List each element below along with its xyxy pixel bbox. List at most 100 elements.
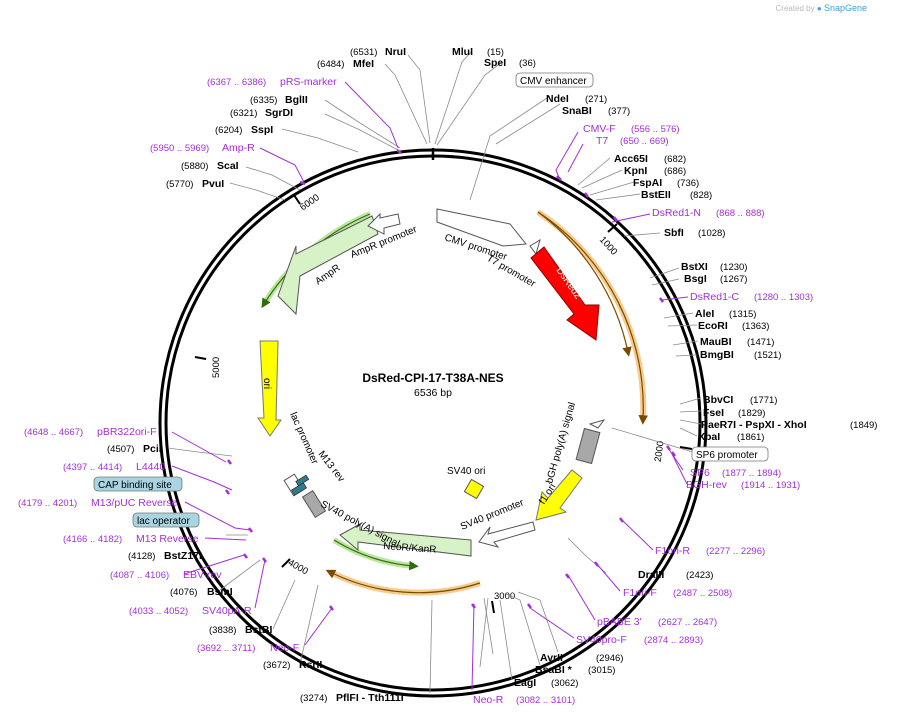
site-pos: (1471) bbox=[747, 337, 774, 348]
site-pos: (1028) bbox=[698, 228, 725, 239]
site-pos: (3672) bbox=[263, 660, 290, 671]
primer-name: M13/pUC Reverse bbox=[91, 497, 178, 509]
site-name: FseI bbox=[703, 407, 724, 419]
primer-name: L4440 bbox=[136, 461, 165, 473]
m13-rev-box bbox=[290, 482, 308, 496]
tick-1000: 1000 bbox=[597, 234, 619, 257]
site-name: MluI bbox=[452, 46, 473, 58]
orf-arc-right-inner bbox=[537, 211, 649, 425]
primer-pos: (4033 .. 4052) bbox=[129, 606, 188, 617]
site-pos: (3274) bbox=[300, 693, 327, 704]
site-pos: (5880) bbox=[181, 161, 208, 172]
f1-ori-arrow bbox=[535, 469, 583, 521]
site-name: PaeR7I - PspXI - XhoI bbox=[701, 419, 807, 431]
label-m13-rev: M13 rev bbox=[316, 449, 347, 484]
site-pos: (271) bbox=[585, 94, 607, 105]
tick-3000: 3000 bbox=[494, 591, 515, 602]
ampr-arrow bbox=[277, 215, 379, 316]
primer-name: BGH-rev bbox=[686, 479, 728, 491]
primer-name: M13 Reverse bbox=[136, 533, 199, 545]
tick-4000: 4000 bbox=[286, 557, 310, 577]
site-pos: (1315) bbox=[729, 309, 756, 320]
site-pos: (1363) bbox=[742, 321, 769, 332]
site-name: BglII bbox=[285, 94, 308, 106]
sp6-promoter-mark bbox=[588, 419, 606, 429]
tick-2000: 2000 bbox=[653, 440, 667, 462]
plasmid-name: DsRed-CPI-17-T38A-NES bbox=[362, 371, 503, 385]
site-name: PvuI bbox=[202, 178, 224, 190]
t7-promoter-mark bbox=[529, 238, 541, 256]
cap-binding-label: CAP binding site bbox=[98, 480, 172, 491]
cap-binding-box bbox=[93, 476, 183, 492]
primer-pos: (4648 .. 4667) bbox=[24, 427, 83, 438]
site-name: BsgI bbox=[684, 273, 707, 285]
site-name: Acc65I bbox=[614, 153, 648, 165]
primer-ticks bbox=[225, 149, 676, 611]
primer-pos: (1280 .. 1303) bbox=[754, 292, 813, 303]
label-lac-promoter: lac promoter bbox=[287, 411, 320, 467]
sp6-promoter-box bbox=[691, 446, 769, 462]
primer-name: T7 bbox=[596, 135, 608, 147]
lac-operator-label: lac operator bbox=[137, 516, 190, 527]
primer-name: F1ori-R bbox=[655, 545, 690, 557]
site-pos: (6321) bbox=[230, 108, 257, 119]
primer-name: Neo-F bbox=[270, 642, 299, 654]
site-pos: (15) bbox=[487, 47, 504, 58]
plasmid-length: 6536 bp bbox=[414, 387, 452, 399]
primer-pos: (2277 .. 2296) bbox=[706, 546, 765, 557]
lac-operator-label-box bbox=[132, 512, 200, 528]
site-pos: (5770) bbox=[166, 179, 193, 190]
cmv-enhancer-box bbox=[515, 72, 594, 88]
primer-pos: (3082 .. 3101) bbox=[516, 695, 575, 706]
site-name: SbfI bbox=[664, 227, 684, 239]
site-pos: (4076) bbox=[170, 587, 197, 598]
primer-pos: (1877 .. 1894) bbox=[722, 468, 781, 479]
leader-lines bbox=[167, 50, 702, 694]
sv40-polya-box bbox=[301, 489, 327, 519]
site-pos: (3838) bbox=[209, 625, 236, 636]
site-pos: (6531) bbox=[350, 47, 377, 58]
site-pos: (4507) bbox=[107, 444, 134, 455]
primer-name: Amp-R bbox=[222, 142, 255, 154]
primer-name: SV40pro-F bbox=[576, 634, 627, 646]
tick-5000: 5000 bbox=[211, 357, 222, 378]
site-name: PciI bbox=[143, 443, 162, 455]
primer-name: pRS-marker bbox=[280, 76, 337, 88]
site-pos: (1829) bbox=[738, 408, 765, 419]
site-name: SnaBI bbox=[562, 105, 592, 117]
primer-name: SP6 bbox=[690, 467, 710, 479]
credit-prefix: Created by bbox=[775, 4, 815, 13]
primer-pos: (2874 .. 2893) bbox=[644, 635, 703, 646]
primer-name: CMV-F bbox=[583, 123, 616, 135]
site-name: BstZ17I bbox=[164, 550, 202, 562]
tick-marks bbox=[194, 194, 693, 614]
site-name: NdeI bbox=[546, 93, 569, 105]
site-name: SgrDI bbox=[265, 107, 293, 119]
primer-pos: (868 .. 888) bbox=[716, 208, 765, 219]
site-pos: (1771) bbox=[750, 395, 777, 406]
site-pos: (3015) bbox=[588, 665, 615, 676]
primer-pos: (4397 .. 4414) bbox=[63, 462, 122, 473]
site-pos: (1230) bbox=[720, 262, 747, 273]
site-name: KpnI bbox=[624, 165, 647, 177]
site-name: BmgBI bbox=[700, 349, 734, 361]
site-name: BsaBI * bbox=[535, 664, 573, 676]
site-name: AvrII bbox=[540, 652, 563, 664]
credit-brand: SnapGene bbox=[823, 3, 867, 13]
site-pos: (4128) bbox=[128, 551, 155, 562]
site-pos: (686) bbox=[664, 166, 686, 177]
site-name: DraIII bbox=[638, 569, 664, 581]
site-name: EagI bbox=[514, 677, 536, 689]
primer-pos: (1914 .. 1931) bbox=[741, 480, 800, 491]
site-name: EcoRI bbox=[698, 320, 728, 332]
site-name: MauBI bbox=[700, 336, 732, 348]
orf-arc-bottom bbox=[328, 569, 481, 596]
primer-name: DsRed1-C bbox=[690, 291, 739, 303]
sv40-promoter-arrow bbox=[478, 521, 536, 548]
primer-pos: (5950 .. 5969) bbox=[150, 143, 209, 154]
primer-pos: (4087 .. 4106) bbox=[110, 570, 169, 581]
site-name: RsrII bbox=[299, 659, 322, 671]
dsred2-arrow bbox=[530, 246, 600, 341]
site-name: BbvCI bbox=[703, 394, 733, 406]
